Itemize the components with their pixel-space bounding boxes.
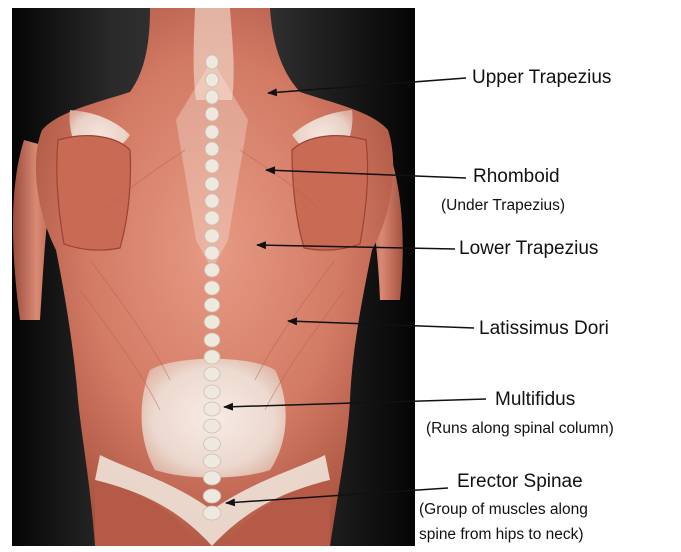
label-erector-spinae-note-1: (Group of muscles along xyxy=(419,501,588,519)
vertebra xyxy=(205,229,220,243)
vertebra xyxy=(205,159,219,173)
vertebra xyxy=(204,385,220,399)
vertebra xyxy=(203,471,220,485)
label-erector-spinae: Erector Spinae xyxy=(457,471,583,493)
vertebra xyxy=(204,281,219,295)
vertebra xyxy=(205,125,218,139)
label-multifidus: Multifidus xyxy=(495,389,575,411)
vertebra xyxy=(205,142,219,156)
vertebra xyxy=(204,367,220,381)
label-erector-spinae-note-2: spine from hips to neck) xyxy=(419,526,584,544)
vertebra xyxy=(203,454,220,468)
vertebra xyxy=(205,90,218,104)
label-upper-trapezius: Upper Trapezius xyxy=(472,67,611,89)
vertebra xyxy=(204,333,220,347)
vertebra xyxy=(205,263,220,277)
label-multifidus-note: (Runs along spinal column) xyxy=(426,420,614,438)
left-scapular-muscle xyxy=(57,136,131,250)
vertebra xyxy=(206,55,219,69)
vertebra xyxy=(206,73,219,87)
vertebra xyxy=(203,489,221,503)
vertebra xyxy=(205,194,219,208)
label-rhomboid-note: (Under Trapezius) xyxy=(441,197,565,215)
vertebra xyxy=(205,211,219,225)
vertebra xyxy=(205,246,220,260)
label-latissimus-dori: Latissimus Dori xyxy=(479,318,609,340)
vertebra xyxy=(203,506,221,520)
vertebra xyxy=(204,350,220,364)
label-lower-trapezius: Lower Trapezius xyxy=(459,238,598,260)
vertebra xyxy=(204,298,219,312)
vertebra xyxy=(205,177,219,191)
vertebra xyxy=(204,437,221,451)
label-rhomboid: Rhomboid xyxy=(473,166,560,188)
vertebra xyxy=(204,419,221,433)
right-scapular-muscle xyxy=(292,136,368,250)
vertebra xyxy=(204,402,221,416)
vertebra xyxy=(204,315,220,329)
vertebra xyxy=(205,107,218,121)
